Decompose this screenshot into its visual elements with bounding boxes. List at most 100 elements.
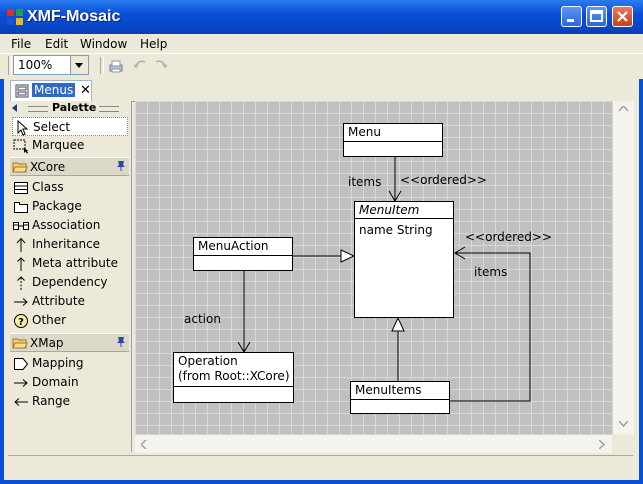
stereotype-ordered[interactable]: <<ordered>> — [465, 230, 552, 244]
menu-bar: File Edit Window Help — [0, 34, 643, 53]
palette-header[interactable]: Palette — [8, 101, 131, 115]
compartment-divider — [351, 399, 449, 400]
minimize-button[interactable] — [561, 6, 582, 27]
tool-label: Attribute — [32, 294, 85, 308]
role-label-action[interactable]: action — [184, 312, 221, 326]
tool-package[interactable]: Package — [12, 197, 128, 216]
scroll-up-icon[interactable] — [619, 106, 628, 112]
palette-grip — [28, 106, 48, 112]
pin-icon[interactable] — [116, 336, 126, 348]
inheritance-triangle — [391, 316, 405, 332]
print-icon[interactable] — [108, 58, 124, 74]
vertical-scrollbar[interactable] — [612, 101, 634, 434]
window-title: XMF-Mosaic — [27, 8, 121, 25]
tool-label: Marquee — [32, 138, 85, 152]
domain-icon — [14, 379, 28, 387]
class-owner: (from Root::XCore) — [178, 369, 290, 383]
menu-file[interactable]: File — [11, 37, 32, 51]
stereotype-ordered[interactable]: <<ordered>> — [400, 173, 487, 187]
tab-label: Menus — [32, 83, 76, 97]
association-icon — [13, 222, 29, 230]
role-label-items[interactable]: items — [474, 265, 508, 279]
tool-range[interactable]: Range — [12, 392, 128, 411]
tab-menus[interactable]: Menus ✕ — [10, 80, 92, 101]
tool-mapping[interactable]: Mapping — [12, 354, 128, 373]
class-menuitems[interactable]: MenuItems — [350, 381, 450, 414]
dependency-icon — [17, 276, 25, 290]
scroll-down-icon[interactable] — [619, 421, 628, 427]
zoom-select[interactable]: 100% — [13, 55, 89, 75]
diagram-icon — [15, 84, 29, 98]
class-operation[interactable]: Operation (from Root::XCore) — [173, 352, 294, 403]
tool-label: Dependency — [32, 275, 108, 289]
tool-attribute[interactable]: Attribute — [12, 292, 128, 311]
palette-grip — [99, 106, 119, 112]
zoom-dropdown-button[interactable] — [70, 56, 88, 74]
close-button[interactable] — [612, 6, 633, 27]
tool-domain[interactable]: Domain — [12, 373, 128, 392]
class-name: Menu — [348, 125, 381, 139]
palette-title: Palette — [52, 101, 97, 114]
menu-window[interactable]: Window — [80, 37, 128, 51]
collapse-arrow-icon[interactable] — [12, 104, 18, 112]
redo-icon[interactable] — [153, 58, 169, 74]
tool-label: Meta attribute — [32, 256, 118, 270]
tool-meta-attribute[interactable]: Meta attribute — [12, 254, 128, 273]
folder-open-icon — [12, 162, 28, 173]
drawer-xmap[interactable]: XMap — [10, 333, 129, 352]
tool-label: Range — [32, 394, 71, 408]
inheritance-icon — [16, 237, 26, 252]
menu-help[interactable]: Help — [140, 37, 168, 51]
class-icon — [14, 182, 28, 194]
range-icon — [14, 398, 28, 406]
horizontal-scrollbar[interactable] — [135, 434, 612, 453]
undo-icon[interactable] — [132, 58, 148, 74]
class-menu[interactable]: Menu — [343, 123, 443, 157]
role-label-items[interactable]: items — [348, 175, 382, 189]
tool-dependency[interactable]: Dependency — [12, 273, 128, 292]
window-frame-left — [0, 34, 4, 484]
drawer-label: XMap — [30, 336, 64, 350]
meta-attribute-icon — [17, 257, 25, 271]
drawer-xcore[interactable]: XCore — [10, 157, 129, 176]
class-menuitem[interactable]: MenuItem name String — [354, 201, 454, 318]
class-attribute[interactable]: name String — [359, 223, 433, 237]
title-bar[interactable]: XMF-Mosaic — [0, 0, 643, 34]
svg-text:?: ? — [18, 317, 24, 328]
tool-association[interactable]: Association — [12, 216, 128, 235]
maximize-icon — [590, 10, 603, 22]
inheritance-triangle — [340, 249, 356, 263]
menu-edit[interactable]: Edit — [45, 37, 69, 51]
tool-class[interactable]: Class — [12, 178, 128, 197]
tool-label: Select — [33, 120, 71, 134]
compartment-divider — [355, 218, 453, 219]
tool-inheritance[interactable]: Inheritance — [12, 235, 128, 254]
maximize-button[interactable] — [586, 6, 607, 27]
tool-other[interactable]: ? Other — [12, 311, 128, 330]
tab-close-icon[interactable]: ✕ — [80, 83, 91, 98]
editor-tab-bar: Menus ✕ — [8, 80, 633, 102]
diagram-edges — [237, 156, 531, 402]
tool-select[interactable]: Select — [12, 117, 128, 136]
class-name: MenuAction — [198, 239, 269, 253]
arrowhead-open — [454, 246, 466, 260]
class-menuaction[interactable]: MenuAction — [193, 237, 293, 271]
tool-marquee[interactable]: Marquee — [12, 136, 128, 155]
window-frame-bottom — [0, 480, 643, 484]
attribute-icon — [14, 298, 28, 306]
tool-label: Domain — [32, 375, 79, 389]
diagram-canvas[interactable]: Menu MenuItem name String MenuAction Ope… — [135, 101, 612, 434]
class-name: MenuItems — [355, 383, 422, 397]
scroll-right-icon[interactable] — [599, 440, 605, 449]
class-name: Operation — [178, 354, 238, 368]
toolbar-grip — [8, 56, 12, 75]
folder-open-icon — [12, 338, 28, 349]
status-bar — [8, 455, 633, 478]
edge-menuitems-items[interactable] — [449, 252, 531, 402]
pin-icon[interactable] — [116, 160, 126, 172]
app-icon — [7, 9, 23, 25]
compartment-divider — [194, 255, 292, 256]
window-frame-right — [639, 34, 643, 484]
class-name: MenuItem — [359, 203, 420, 217]
scroll-left-icon[interactable] — [141, 440, 147, 449]
